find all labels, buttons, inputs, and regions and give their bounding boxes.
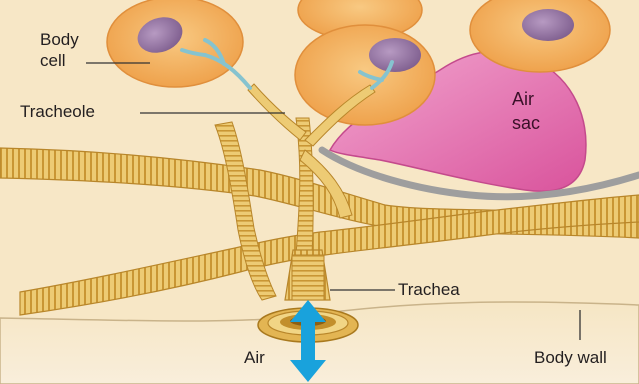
label-tracheole: Tracheole (20, 102, 95, 122)
label-air-sac-line1: Air (512, 88, 534, 110)
label-body-wall: Body wall (534, 348, 607, 368)
trachea-main (285, 250, 330, 300)
label-trachea: Trachea (398, 280, 460, 300)
nucleus (369, 38, 421, 72)
label-air-sac-line2: sac (512, 112, 540, 134)
label-air: Air (244, 348, 265, 368)
label-body-cell-line1: Body (40, 30, 79, 50)
label-body-cell-line2: cell (40, 51, 66, 71)
nucleus (522, 9, 574, 41)
